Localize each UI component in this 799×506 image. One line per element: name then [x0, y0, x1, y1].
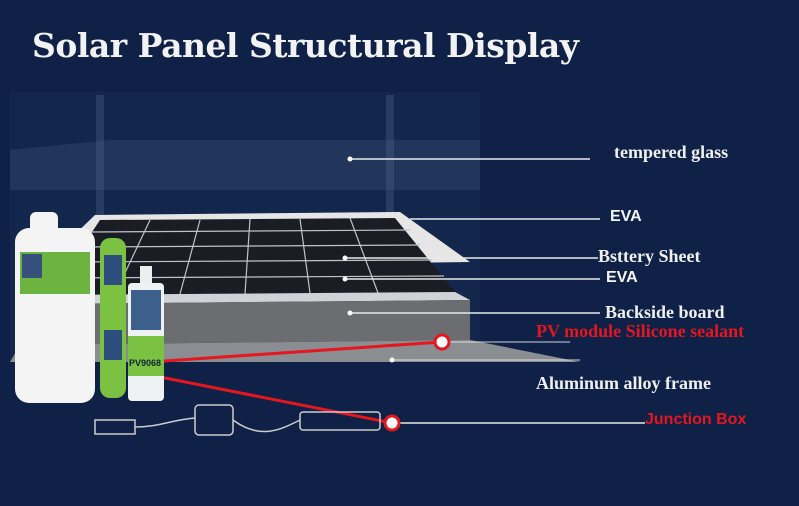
label-aluminum-frame: Aluminum alloy frame [536, 373, 711, 393]
label-eva-bottom: EVA [606, 269, 638, 286]
label-junction-box: Junction Box [645, 411, 747, 428]
label-battery-sheet: Bsttery Sheet [598, 246, 701, 266]
junction-box-marker [383, 414, 401, 432]
sealant-marker [433, 333, 451, 351]
leader-lines [345, 158, 645, 424]
label-tempered-glass: tempered glass [614, 142, 729, 162]
red-pointers [149, 340, 443, 425]
label-eva-top: EVA [610, 208, 642, 225]
label-silicone-sealant: PV module Silicone sealant [536, 321, 745, 341]
product-model-label: PV9068 [129, 358, 162, 368]
junction-box-connectors [94, 404, 381, 436]
label-backside-board: Backside board [605, 302, 725, 322]
page-title: Solar Panel Structural Display [32, 26, 579, 65]
sealant-products [15, 212, 164, 403]
